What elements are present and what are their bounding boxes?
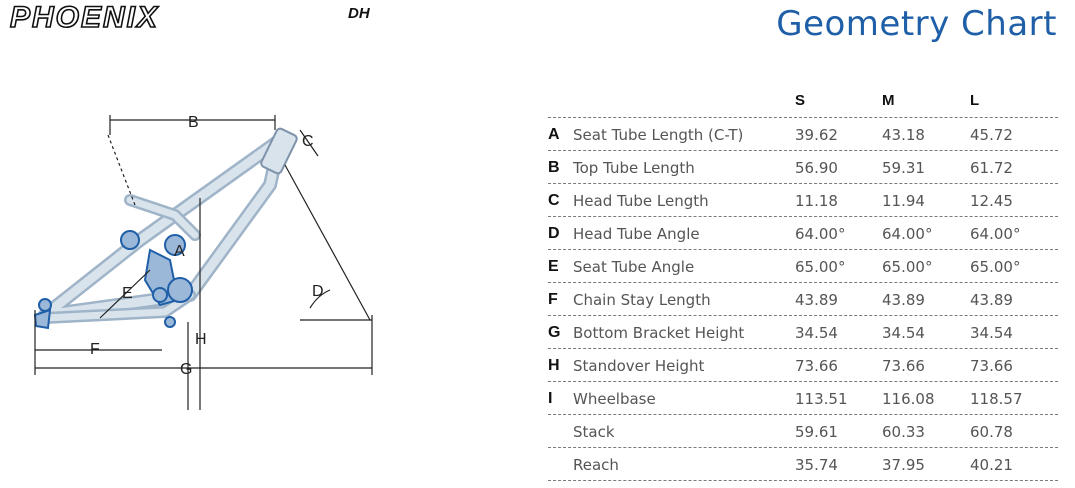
value-s: 113.51 [795, 390, 848, 408]
row-letter: G [548, 324, 561, 341]
row-letter: B [548, 159, 560, 176]
value-m: 43.89 [882, 291, 925, 309]
value-l: 64.00° [970, 225, 1021, 243]
diagram-label-d: D [312, 283, 324, 300]
diagram-label-c: C [302, 133, 314, 150]
value-l: 45.72 [970, 126, 1013, 144]
row-label: Reach [573, 456, 619, 474]
diagram-label-g: G [180, 361, 192, 378]
row-label: Wheelbase [573, 390, 656, 408]
table-row: F Chain Stay Length 43.89 43.89 43.89 [548, 282, 1058, 315]
value-m: 59.31 [882, 159, 925, 177]
row-letter: C [548, 192, 560, 209]
value-l: 43.89 [970, 291, 1013, 309]
value-m: 73.66 [882, 357, 925, 375]
value-m: 116.08 [882, 390, 935, 408]
value-m: 37.95 [882, 456, 925, 474]
diagram-label-e: E [122, 285, 133, 302]
bike-geometry-diagram: B C A E D F H G [33, 114, 373, 410]
row-label: Chain Stay Length [573, 291, 711, 309]
table-row: Stack 59.61 60.33 60.78 [548, 414, 1058, 447]
row-letter: E [548, 258, 559, 275]
value-l: 73.66 [970, 357, 1013, 375]
table-row: Reach 35.74 37.95 40.21 [548, 447, 1058, 481]
table-header: S M L [548, 88, 1058, 117]
value-m: 11.94 [882, 192, 925, 210]
value-s: 56.90 [795, 159, 838, 177]
row-label: Seat Tube Length (C-T) [573, 126, 744, 144]
diagram-label-b: B [188, 114, 199, 131]
suspension-linkage [33, 230, 193, 330]
row-label: Top Tube Length [573, 159, 695, 177]
value-s: 73.66 [795, 357, 838, 375]
row-letter: A [548, 126, 560, 143]
size-header-l: L [970, 92, 980, 109]
value-s: 39.62 [795, 126, 838, 144]
value-l: 61.72 [970, 159, 1013, 177]
table-row: C Head Tube Length 11.18 11.94 12.45 [548, 183, 1058, 216]
row-label: Head Tube Angle [573, 225, 700, 243]
head-tube [260, 127, 298, 175]
value-s: 11.18 [795, 192, 838, 210]
table-row: E Seat Tube Angle 65.00° 65.00° 65.00° [548, 249, 1058, 282]
phoenix-dh-logo: PHOENIX DH [9, 2, 371, 32]
row-letter: H [548, 357, 560, 374]
value-s: 64.00° [795, 225, 846, 243]
brand-name: PHOENIX [10, 2, 159, 32]
value-s: 43.89 [795, 291, 838, 309]
value-l: 118.57 [970, 390, 1023, 408]
row-label: Standover Height [573, 357, 705, 375]
size-header-m: M [882, 92, 895, 109]
value-m: 60.33 [882, 423, 925, 441]
value-m: 64.00° [882, 225, 933, 243]
value-l: 12.45 [970, 192, 1013, 210]
row-label: Seat Tube Angle [573, 258, 695, 276]
value-l: 40.21 [970, 456, 1013, 474]
table-row: H Standover Height 73.66 73.66 73.66 [548, 348, 1058, 381]
value-m: 43.18 [882, 126, 925, 144]
diagram-label-h: H [195, 331, 207, 348]
value-s: 34.54 [795, 324, 838, 342]
value-l: 34.54 [970, 324, 1013, 342]
row-label: Head Tube Length [573, 192, 709, 210]
table-row: G Bottom Bracket Height 34.54 34.54 34.54 [548, 315, 1058, 348]
row-label: Bottom Bracket Height [573, 324, 745, 342]
table-row: A Seat Tube Length (C-T) 39.62 43.18 45.72 [548, 117, 1058, 150]
geometry-table: S M L A Seat Tube Length (C-T) 39.62 43.18 4… [548, 88, 1058, 481]
row-label: Stack [573, 423, 615, 441]
value-m: 65.00° [882, 258, 933, 276]
diagram-label-f: F [90, 341, 100, 358]
table-row: D Head Tube Angle 64.00° 64.00° 64.00° [548, 216, 1058, 249]
dimension-lines [34, 115, 373, 410]
value-s: 59.61 [795, 423, 838, 441]
value-l: 60.78 [970, 423, 1013, 441]
table-row: B Top Tube Length 56.90 59.31 61.72 [548, 150, 1058, 183]
row-letter: F [548, 291, 558, 308]
value-l: 65.00° [970, 258, 1021, 276]
row-letter: D [548, 225, 560, 242]
brand-suffix: DH [348, 5, 371, 22]
row-letter: I [548, 390, 553, 407]
diagram-label-a: A [174, 243, 185, 260]
page-title: Geometry Chart [776, 4, 1057, 44]
size-header-s: S [795, 92, 806, 109]
table-row: I Wheelbase 113.51 116.08 118.57 [548, 381, 1058, 414]
value-m: 34.54 [882, 324, 925, 342]
value-s: 65.00° [795, 258, 846, 276]
value-s: 35.74 [795, 456, 838, 474]
